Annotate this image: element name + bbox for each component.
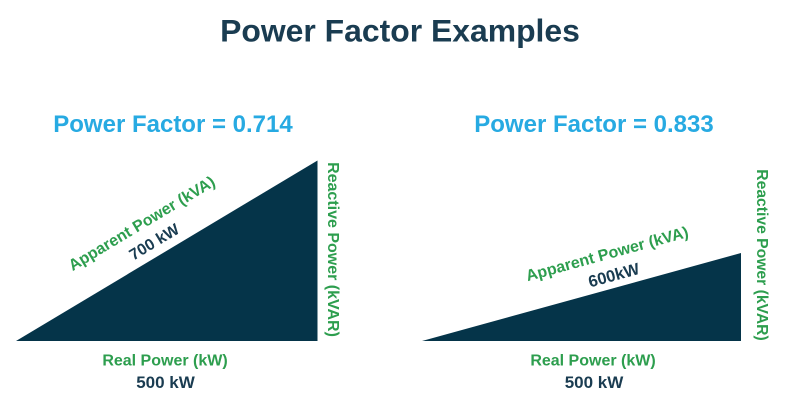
svg-text:Power Factor Examples: Power Factor Examples — [220, 12, 580, 48]
svg-text:Real Power (kW): Real Power (kW) — [102, 353, 227, 370]
svg-text:Real Power (kW): Real Power (kW) — [530, 353, 655, 370]
svg-text:Reactive Power (kVAR): Reactive Power (kVAR) — [324, 162, 341, 337]
svg-text:500 kW: 500 kW — [565, 373, 625, 392]
svg-text:500 kW: 500 kW — [136, 373, 196, 392]
svg-text:Power Factor = 0.714: Power Factor = 0.714 — [53, 111, 293, 138]
svg-text:Power Factor = 0.833: Power Factor = 0.833 — [474, 111, 713, 138]
svg-text:Reactive Power (kVAR): Reactive Power (kVAR) — [753, 169, 770, 340]
